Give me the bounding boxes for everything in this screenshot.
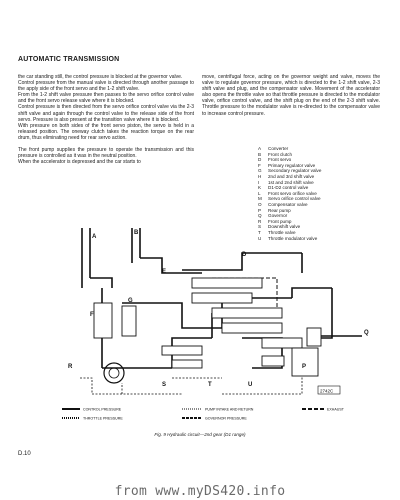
paragraph: Control pressure is then directed from t… [18, 104, 194, 123]
front-pump-symbol [103, 362, 125, 384]
legend-label: Secondary regulator valve [268, 168, 322, 174]
legend-letter: S [258, 224, 262, 230]
legend-item: L Front servo orifice valve [258, 191, 321, 197]
legend-item: G Secondary regulator valve [258, 168, 321, 174]
legend-letter: G [258, 168, 262, 174]
legend-label: Front pump [268, 218, 292, 224]
key-throttle-pressure: THROTTLE PRESSURE [83, 417, 123, 421]
label-g: G [128, 298, 133, 304]
label-b: B [134, 230, 139, 236]
legend-item: F Primary regulator valve [258, 163, 321, 169]
legend-letter: A [258, 146, 262, 151]
legend-letter: H [258, 173, 262, 179]
legend-item: R Front pump [258, 219, 321, 225]
right-text-column: move, centrifugal force, acting on the g… [202, 74, 380, 117]
legend-label: Front servo [268, 157, 292, 163]
paragraph: Control pressure from the manual valve i… [18, 80, 194, 93]
key-exhaust: EXHAUST [327, 408, 345, 412]
label-d: D [242, 252, 247, 258]
legend-item: I 1st and 2nd shift valve [258, 180, 321, 186]
legend-label: Governor [268, 213, 288, 219]
page-number: D.10 [18, 451, 31, 457]
label-t: T [208, 382, 212, 388]
legend-letter: I [258, 179, 260, 185]
legend-label: Front servo orifice valve [268, 190, 317, 196]
paragraph: The front pump supplies the pressure to … [18, 147, 194, 160]
label-u: U [248, 382, 252, 388]
legend-item: H 2nd and 3rd shift valve [258, 174, 321, 180]
hydraulic-circuit-diagram: A B D E F G R S T U P Q 2742C [68, 228, 369, 395]
watermark: from www.myDS420.info [114, 484, 286, 499]
legend-item: A Converter [258, 146, 321, 152]
legend-label: 1st and 2nd shift valve [268, 179, 314, 185]
label-r: R [68, 364, 73, 370]
legend-label: Rear pump [268, 207, 291, 213]
legend-label: Compensator valve [268, 201, 308, 207]
legend-item: Q Governor [258, 213, 321, 219]
legend-item: D Front servo [258, 157, 321, 163]
pressure-key: CONTROL PRESSURE PUMP INTAKE AND RETURN … [62, 408, 345, 421]
paragraph: With pressure on both sides of the front… [18, 122, 194, 141]
legend-item: B Front clutch [258, 152, 321, 158]
legend-letter: P [258, 207, 262, 213]
legend-letter: L [258, 190, 261, 196]
legend-label: 2nd and 3rd shift valve [268, 173, 315, 179]
paragraph: move, centrifugal force, acting on the g… [202, 74, 380, 117]
legend-item: O Compensator valve [258, 202, 321, 208]
legend-letter: U [258, 235, 262, 241]
legend-item: T Throttle valve [258, 230, 321, 236]
legend-label: Downshift valve [268, 224, 301, 230]
legend-label: Servo orifice control valve [268, 196, 321, 202]
legend-label: Throttle valve [268, 229, 296, 235]
legend-letter: K [258, 185, 262, 191]
legend-label: D1-D2 control valve [268, 185, 309, 191]
key-pump-intake: PUMP INTAKE AND RETURN [205, 408, 254, 412]
legend-letter: M [258, 196, 262, 202]
legend-label: Front clutch [268, 151, 292, 157]
diagram-tag: 2742C [320, 389, 334, 394]
legend-letter: R [258, 218, 262, 224]
legend-letter: F [258, 162, 261, 168]
legend-letter: O [258, 201, 262, 207]
label-q: Q [364, 330, 369, 336]
key-governor-pressure: GOVERNOR PRESSURE [205, 417, 247, 421]
key-control-pressure: CONTROL PRESSURE [83, 408, 122, 412]
legend-label: Primary regulator valve [268, 162, 316, 168]
legend-item: K D1-D2 control valve [258, 185, 321, 191]
paragraph: From the 1-2 shift valve pressure then p… [18, 92, 194, 105]
paragraph: the car standing still, the control pres… [18, 74, 183, 80]
legend-letter: B [258, 151, 262, 157]
left-text-column: the car standing still, the control pres… [18, 74, 194, 165]
label-p: P [302, 364, 306, 370]
label-f: F [90, 312, 94, 318]
label-a: A [92, 234, 97, 240]
legend-letter: T [258, 229, 261, 235]
legend-label: Throttle modulator valve [268, 235, 318, 241]
legend-item: S Downshift valve [258, 224, 321, 230]
label-e: E [162, 269, 166, 275]
figure-caption: Fig. 9 Hydraulic circuit—2nd gear (D1 ra… [154, 432, 246, 437]
legend-item: P Rear pump [258, 208, 321, 214]
label-s: S [162, 382, 166, 388]
legend-letter: Q [258, 213, 262, 219]
page-title: AUTOMATIC TRANSMISSION [18, 56, 120, 63]
legend-label: Converter [268, 146, 289, 151]
legend-item: M Servo orifice control valve [258, 196, 321, 202]
legend-letter: D [258, 157, 262, 163]
legend-item: U Throttle modulator valve [258, 236, 321, 242]
paragraph: When the accelerator is depressed and th… [18, 159, 141, 166]
